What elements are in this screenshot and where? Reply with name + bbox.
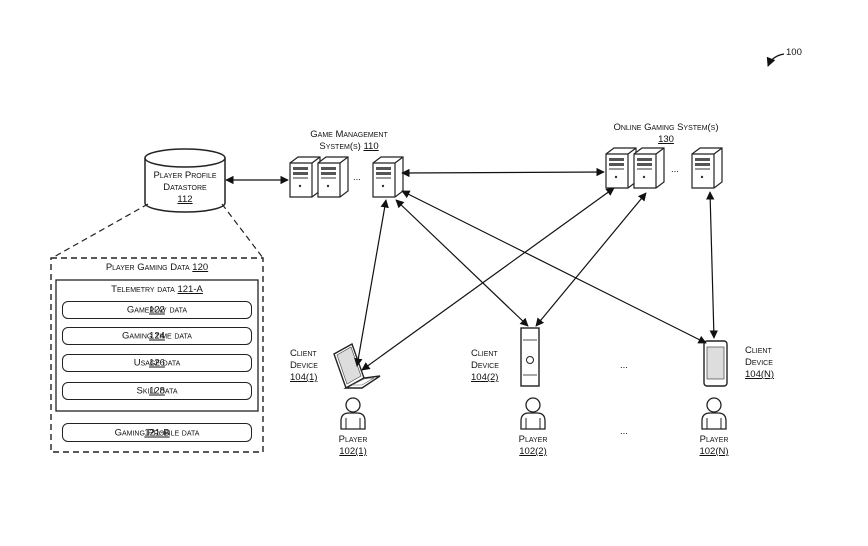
callout-line-right (221, 203, 264, 259)
skill-data-item: Skill data 128 (62, 382, 252, 400)
figure-ref-label: 100 (786, 47, 802, 58)
figure-ref-arrow (766, 53, 785, 67)
client-label-3: Client Device 104(N) (745, 345, 774, 381)
client-label-1: Client Device 104(1) (290, 348, 318, 384)
laptop-icon (333, 342, 381, 390)
usage-data-ref: 126 (149, 357, 165, 369)
player-icon-1 (340, 397, 366, 430)
arrow-gms-ogs (401, 167, 605, 178)
connection-arrows (225, 167, 718, 371)
player-1-ref: 102(1) (339, 446, 367, 457)
gms-ellipsis: ... (353, 172, 361, 183)
player-icon-2 (520, 397, 546, 430)
client-label-2: Client Device 104(2) (471, 348, 499, 384)
gaming-profile-data-ref: 121-B (144, 427, 170, 438)
arrow-gms-console (395, 199, 529, 327)
player-1-label: Player (338, 434, 368, 445)
client-3-ref: 104(N) (745, 369, 775, 380)
arrow-ogs-laptop (361, 187, 615, 371)
client-1-ref: 104(1) (290, 372, 318, 383)
player-label-3: Player 102(N) (684, 434, 744, 458)
player-2-label: Player (518, 434, 548, 445)
arrow-ogs-console (535, 192, 647, 327)
gaming-time-data-item: Gaming time data 124 (62, 327, 252, 345)
client-2-line1: Client (471, 348, 498, 359)
datastore-label-line2: Datastore (163, 182, 207, 193)
gameplay-data-item: Gameplay data 122 (62, 301, 252, 319)
ogs-server-icon-3 (691, 147, 723, 189)
player-gaming-data-title-text: Player Gaming Data (105, 262, 190, 273)
gameplay-data-label: Gameplay data (126, 304, 188, 316)
player-gaming-data-panel (50, 257, 264, 453)
telemetry-data-title: Telemetry data 121-A (56, 284, 258, 296)
console-icon (520, 327, 540, 387)
skill-data-label: Skill data (136, 385, 178, 397)
telemetry-data-ref: 121-A (177, 284, 203, 295)
player-3-label: Player (699, 434, 729, 445)
telemetry-data-title-text: Telemetry data (111, 284, 175, 295)
player-gaming-data-ref: 120 (192, 262, 209, 273)
client-1-line1: Client (290, 348, 317, 359)
client-1-line2: Device (290, 360, 318, 371)
player-label-2: Player 102(2) (503, 434, 563, 458)
datastore-label-line1: Player Profile (153, 170, 217, 181)
arrow-ogs-phone (706, 191, 718, 339)
clients-ellipsis: ... (620, 360, 628, 371)
datastore-label: Player Profile Datastore 112 (140, 170, 230, 206)
usage-data-label: Usage data (133, 357, 181, 369)
client-2-line2: Device (471, 360, 499, 371)
arrow-gms-phone (401, 190, 707, 344)
gaming-time-data-label: Gaming time data (122, 330, 192, 342)
skill-data-ref: 128 (149, 385, 165, 397)
client-3-line2: Device (745, 357, 773, 368)
gaming-profile-data-label: Gaming Profile data (114, 427, 200, 438)
gms-label-line1: Game Management (310, 129, 388, 140)
gms-label-line2-row: System(s) 110 (290, 141, 408, 153)
player-icon-3 (701, 397, 727, 430)
gms-server-icon-1 (289, 156, 321, 198)
ogs-server-icon-1 (605, 147, 637, 189)
gms-ref: 110 (363, 141, 379, 152)
player-3-ref: 102(N) (699, 446, 729, 457)
usage-data-item: Usage data 126 (62, 354, 252, 372)
ogs-label: Online Gaming System(s) 130 (596, 122, 736, 146)
gameplay-data-ref: 122 (149, 304, 165, 316)
client-3-line1: Client (745, 345, 772, 356)
callout-line-left (51, 203, 149, 259)
gms-label-line2: System(s) (319, 141, 361, 152)
ogs-server-icon-2 (633, 147, 665, 189)
player-gaming-data-title: Player Gaming Data 120 (51, 262, 263, 274)
gms-server-icon-3 (372, 156, 404, 198)
gaming-profile-data-item: Gaming Profile data 121-B (62, 423, 252, 442)
phone-icon (703, 340, 728, 387)
gms-label: Game Management System(s) 110 (290, 129, 408, 153)
player-label-1: Player 102(1) (323, 434, 383, 458)
ogs-ellipsis: ... (671, 164, 679, 175)
client-2-ref: 104(2) (471, 372, 499, 383)
player-2-ref: 102(2) (519, 446, 547, 457)
gaming-time-data-ref: 124 (149, 330, 165, 342)
ogs-label-line1: Online Gaming System(s) (613, 122, 719, 133)
arrow-gms-laptop (354, 199, 389, 367)
datastore-cylinder-icon (144, 148, 226, 213)
datastore-ref: 112 (177, 194, 193, 205)
gms-server-icon-2 (317, 156, 349, 198)
players-ellipsis: ... (620, 426, 628, 437)
ogs-ref: 130 (658, 134, 674, 145)
